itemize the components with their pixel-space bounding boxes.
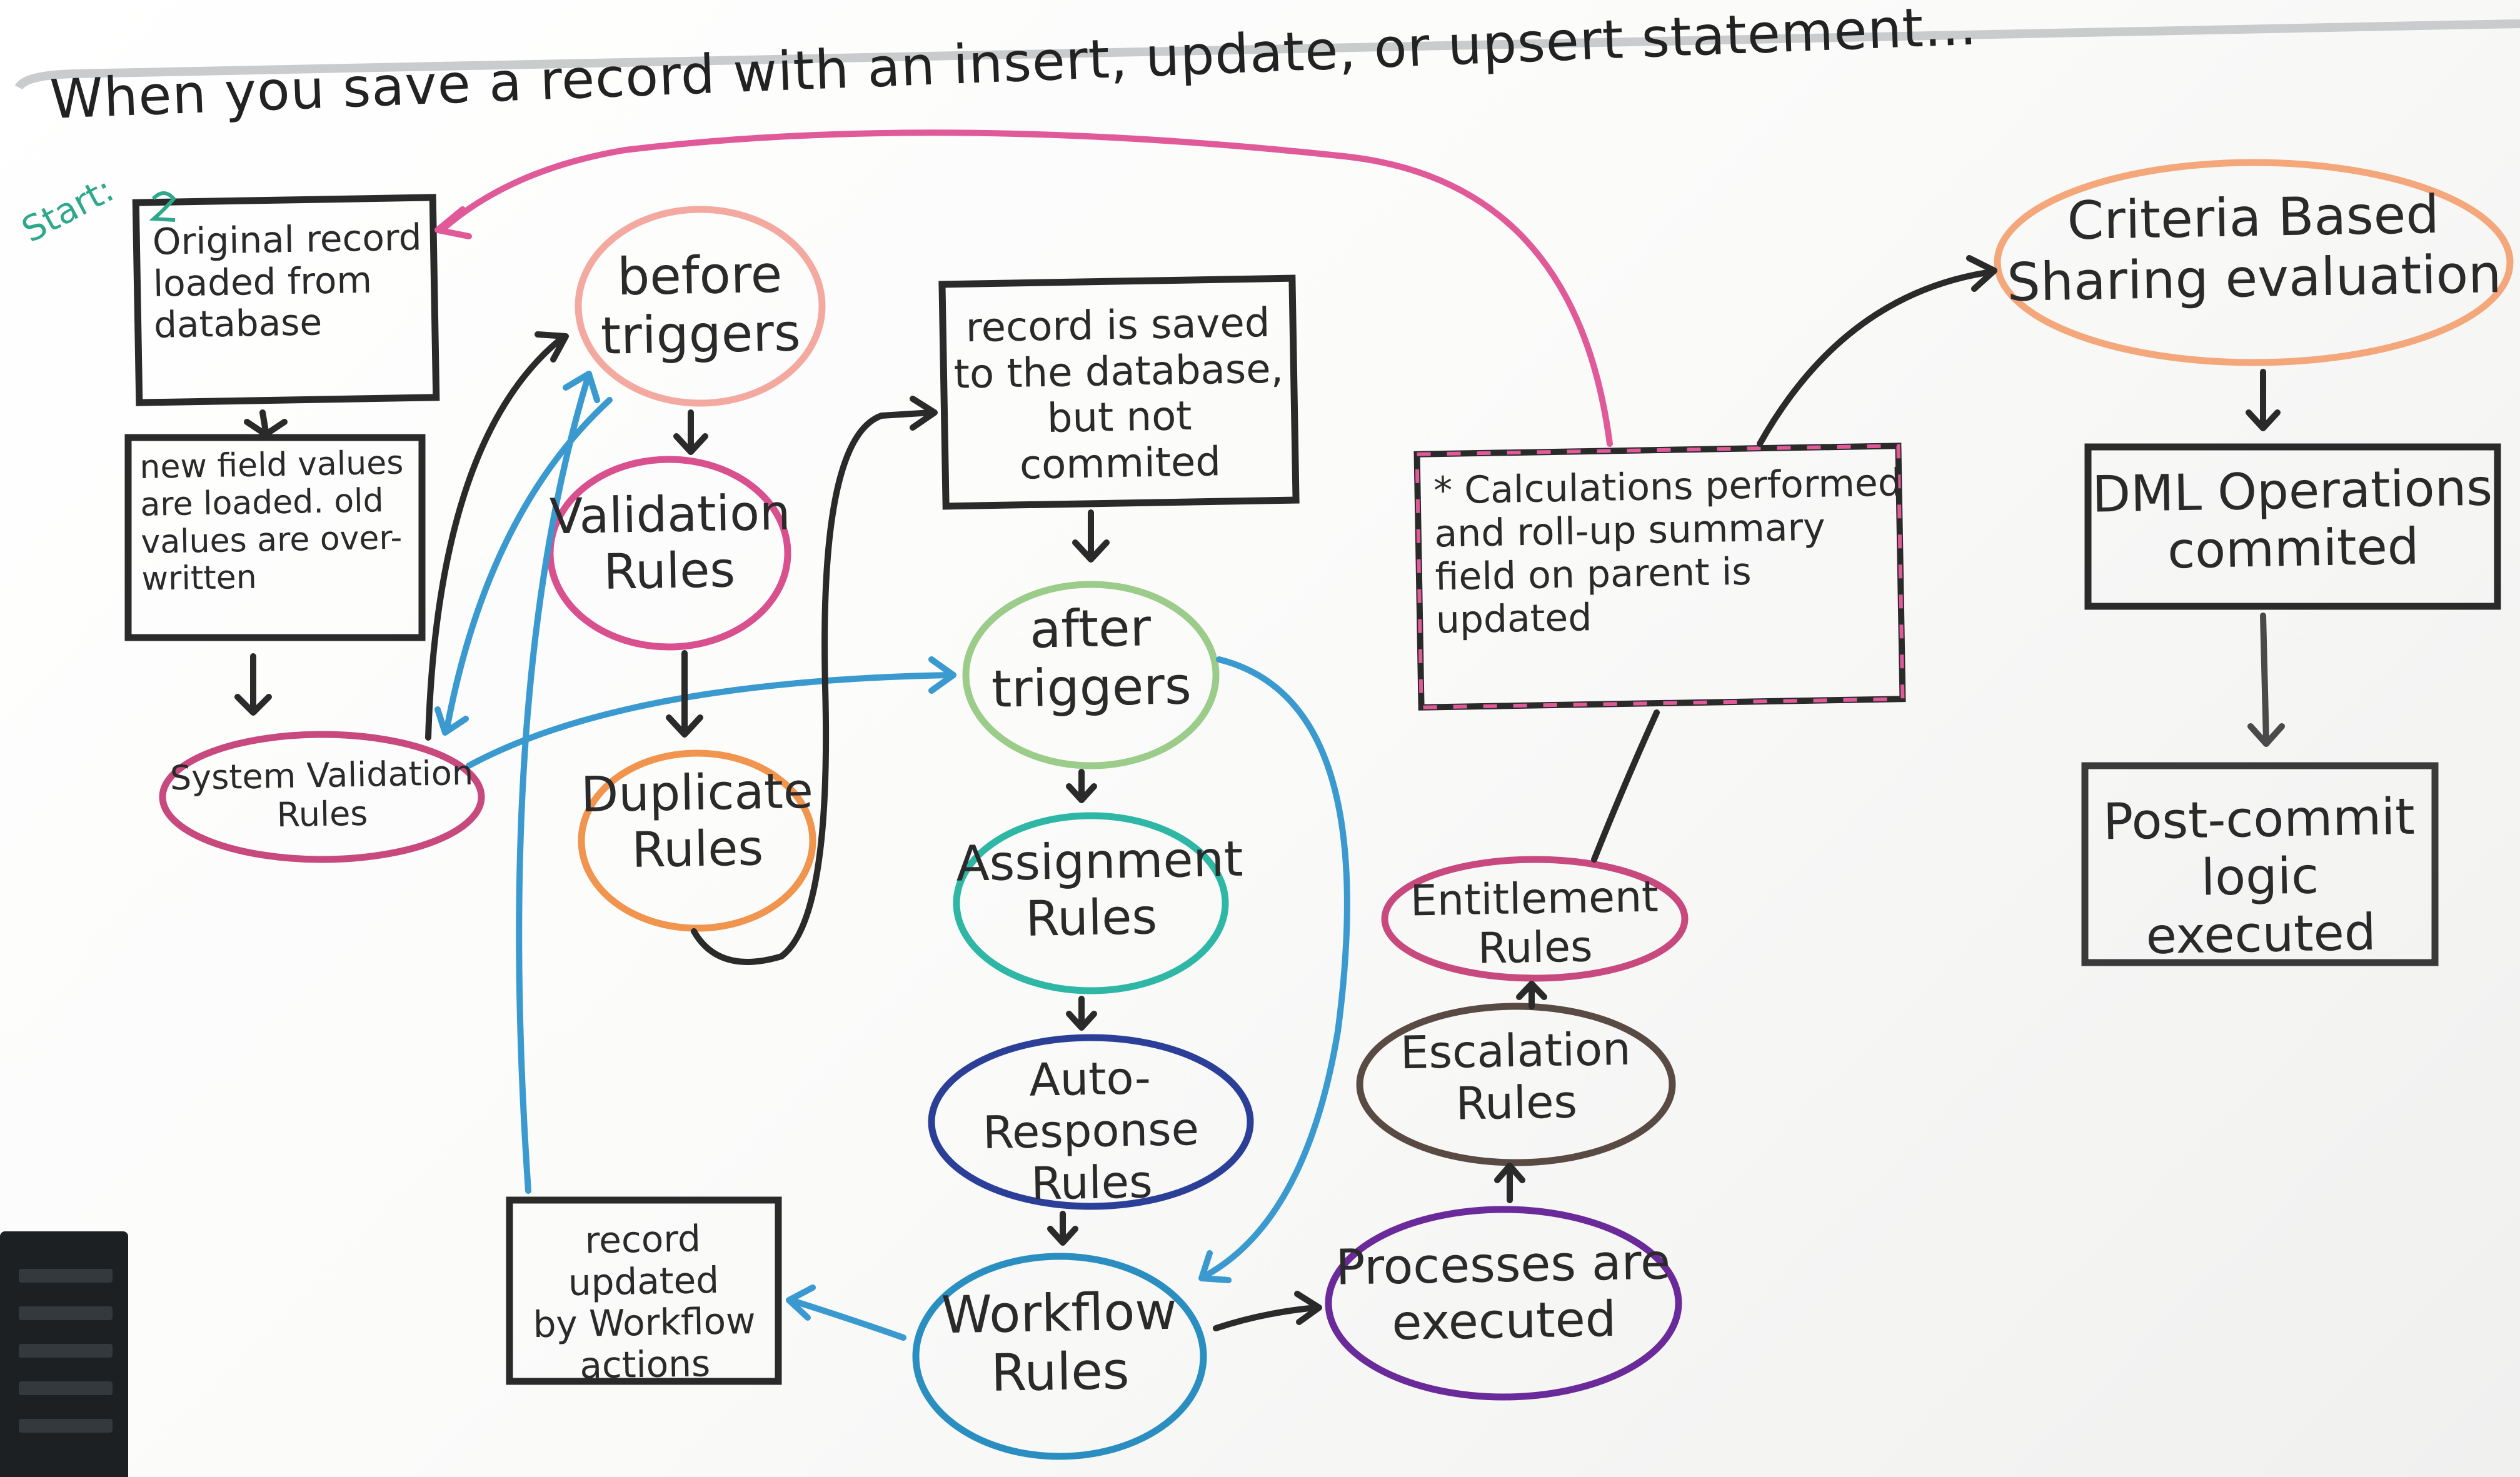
arrow-before-to-system: [444, 397, 613, 731]
loop-arrow-to-original: [441, 129, 1613, 447]
original-record-box: [132, 194, 440, 406]
workflow-rules-ellipse: [912, 1253, 1207, 1460]
validation-rules-label: Validation Rules: [549, 484, 791, 601]
arrow-workflow-to-before: [516, 375, 591, 1194]
auto-response-ellipse: [928, 1034, 1254, 1210]
new-field-values-label: new field values are loaded. old values …: [139, 444, 404, 599]
board-frame-edge: [14, 19, 2520, 91]
start-marker: [149, 191, 177, 222]
original-record-label: Original record loaded from database: [152, 216, 423, 347]
post-commit-box: [2081, 762, 2439, 966]
marker-tray: [0, 1231, 128, 1477]
assignment-rules-ellipse: [953, 812, 1229, 994]
arrow-workflow-to-processes: [1213, 1304, 1319, 1331]
calculations-box-dashes: [1415, 444, 1905, 709]
processes-executed-label: Processes are executed: [1335, 1234, 1671, 1351]
arrow-duplicate-to-saved: [691, 409, 935, 965]
arrow-system-to-before: [425, 334, 566, 741]
arrow-system-to-after: [466, 672, 953, 769]
dml-box: [2084, 443, 2501, 610]
post-commit-label: Post-commit logic executed: [2102, 787, 2416, 966]
arrow-entitlement-to-calculations: [1591, 709, 1660, 863]
duplicate-rules-label: Duplicate Rules: [580, 763, 814, 879]
duplicate-rules-ellipse: [578, 749, 816, 932]
arrow-workflow-to-updated: [788, 1297, 906, 1341]
entitlement-ellipse: [1381, 856, 1689, 982]
dml-committed-label: DML Operations commited: [2091, 458, 2493, 580]
auto-response-rules-label: Auto-Response Rules: [982, 1051, 1200, 1210]
escalation-rules-label: Escalation Rules: [1400, 1022, 1632, 1130]
before-triggers-ellipse: [575, 206, 826, 407]
entitlement-rules-label: Entitlement Rules: [1410, 872, 1659, 974]
calculations-label: * Calculations performed and roll-up sum…: [1433, 461, 1902, 643]
criteria-sharing-label: Criteria Based Sharing evaluation: [2006, 183, 2502, 313]
arrow-original-to-new: [259, 409, 269, 434]
loop-arrowhead: [434, 206, 472, 239]
arrow-after-to-workflow: [1203, 656, 1350, 1278]
processes-ellipse: [1325, 1206, 1682, 1401]
assignment-rules-label: Assignment Rules: [955, 831, 1244, 948]
system-validation-label: System Validation Rules: [169, 753, 474, 835]
criteria-sharing-ellipse: [1994, 159, 2514, 366]
arrow-dml-to-post: [2260, 613, 2269, 744]
arrow-calculations-to-criteria: [1757, 269, 1994, 447]
record-updated-box: [506, 1196, 782, 1385]
record-saved-label: record is saved to the database, but not…: [953, 299, 1284, 489]
record-saved-box: [938, 274, 1300, 510]
after-triggers-label: after triggers: [991, 598, 1192, 720]
after-triggers-ellipse: [962, 581, 1220, 769]
workflow-rules-label: Workflow Rules: [941, 1281, 1178, 1404]
system-validation-ellipse: [159, 731, 485, 863]
escalation-ellipse: [1356, 1003, 1676, 1166]
record-updated-label: record updated by Workflow actions: [533, 1217, 756, 1387]
new-field-values-box: [124, 434, 426, 641]
before-triggers-label: before triggers: [600, 244, 801, 367]
